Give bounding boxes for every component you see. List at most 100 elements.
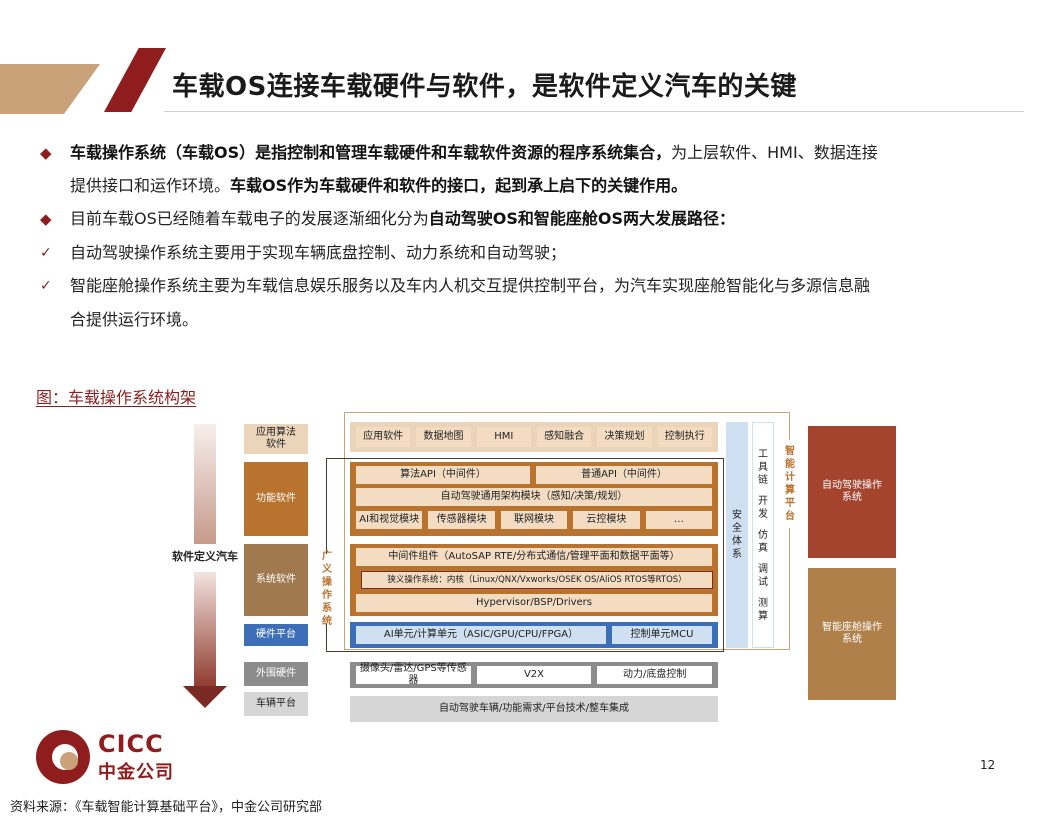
app-row-bg [350,422,718,452]
smart-platform-char: 平 [785,498,795,509]
layer-func: 功能软件 [244,462,308,536]
check-bullet-icon: ✓ [40,245,52,261]
arrow-upper [194,424,216,544]
periph-row: 摄像头/雷达/GPS等传感器 V2X 动力/底盘控制 [356,663,713,686]
toolchain-column: 工具链开发仿真调试测算 [752,422,774,648]
bullet-1-line-2-bold: 车载OS作为车载硬件和软件的接口，起到承上启下的关键作用。 [230,176,688,195]
security-char: 系 [732,549,742,560]
smart-platform-char: 计 [785,472,795,483]
toolchain-char: 真 [758,542,768,554]
toolchain-item-3: 调试 [758,563,768,589]
bullet-1-line-2-pre: 提供接口和运作环境。 [70,176,231,195]
bullet-1-rest: 为上层软件、HMI、数据连接 [671,143,878,162]
layer-periph: 外围硬件 [244,662,308,686]
smart-platform-char: 能 [785,459,795,470]
broad-os-char: 广 [322,551,332,562]
func-module-1: 传感器模块 [428,511,495,529]
common-api: 普通API（中间件） [536,466,712,484]
broad-os-char: 作 [322,590,332,601]
diamond-bullet-icon: ◆ [40,210,52,228]
toolchain-item-1: 开发 [758,495,768,521]
smart-platform-char: 智 [785,446,795,457]
bullet-4-line-1: 智能座舱操作系统主要为车载信息娱乐服务以及车内人机交互提供控制平台，为汽车实现座… [70,276,871,295]
toolchain-char: 发 [758,508,768,520]
right-cockpit-os: 智能座舱操作系统 [808,568,896,700]
app-item-0: 应用软件 [356,427,411,447]
func-module-0: AI和视觉模块 [356,511,423,529]
toolchain-char: 开 [758,495,768,507]
layer-hw: 硬件平台 [244,624,308,646]
bullet-1-line-2: 提供接口和运作环境。车载OS作为车载硬件和软件的接口，起到承上启下的关键作用。 [70,176,687,196]
arrow-head [183,686,227,708]
periph-item-2: 动力/底盘控制 [597,666,713,684]
algo-api: 算法API（中间件） [356,466,530,484]
smart-platform-label: 智能计算平台 [780,440,800,528]
toolchain-char: 算 [758,610,768,622]
bullet-1-line-1: 车载操作系统（车载OS）是指控制和管理车载硬件和车载软件资源的程序系统集合，为上… [70,143,878,163]
broad-os-char: 统 [322,616,332,627]
layer-vehicle: 车辆平台 [244,692,308,716]
framework-module: 自动驾驶通用架构模块（感知/决策/规划） [356,488,712,506]
source-note: 资料来源：《车载智能计算基础平台》，中金公司研究部 [10,800,323,815]
broad-os-char: 系 [322,603,332,614]
bullet-4-line-2: 合提供运行环境。 [70,310,199,329]
title-divider [164,111,1024,112]
func-module-3: 云控模块 [573,511,640,529]
func-module-4: … [645,511,713,529]
toolchain-char: 链 [758,474,768,486]
arrow-lower [194,572,216,688]
security-char: 全 [732,523,742,534]
logo-text-en: CICC [98,730,164,758]
smart-platform-frame [344,412,790,650]
header-red-stripe [104,48,166,112]
narrow-os: 狭义操作系统：内核（Linux/QNX/Vxworks/OSEK OS/AliO… [361,571,713,589]
periph-item-1: V2X [476,666,592,684]
broad-os-char: 义 [322,564,332,575]
smart-platform-char: 台 [785,511,795,522]
app-item-2: HMI [476,427,531,447]
toolchain-char: 具 [758,461,768,473]
func-modules-row: AI和视觉模块传感器模块联网模块云控模块 … [356,511,713,529]
bullet-2-pre: 目前车载OS已经随着车载电子的发展逐渐细化分为 [70,209,429,228]
toolchain-char: 工 [758,448,768,460]
toolchain-char: 试 [758,576,768,588]
ai-unit: AI单元/计算单元（ASIC/GPU/CPU/FPGA） [356,626,606,644]
toolchain-item-4: 测算 [758,597,768,623]
security-char: 安 [732,510,742,521]
header-tan-stripe [0,64,100,114]
toolchain-char: 测 [758,597,768,609]
bullet-2: 目前车载OS已经随着车载电子的发展逐渐细化分为自动驾驶OS和智能座舱OS两大发展… [70,209,735,229]
broad-os-char: 操 [322,577,332,588]
mcu-unit: 控制单元MCU [612,626,712,644]
logo-text-cn: 中金公司 [98,762,174,783]
func-module-2: 联网模块 [500,511,568,529]
right-autodrive-os: 自动驾驶操作系统 [808,426,896,558]
security-char: 体 [732,536,742,547]
toolchain-item-0: 工具链 [758,448,768,487]
hypervisor: Hypervisor/BSP/Drivers [356,594,712,612]
layer-app: 应用算法软件 [244,424,308,454]
bullet-1-bold: 车载操作系统（车载OS）是指控制和管理车载硬件和车载软件资源的程序系统集合， [70,143,672,162]
vehicle-row: 自动驾驶车辆/功能需求/平台技术/整车集成 [350,696,718,722]
arrow-label: 软件定义汽车 [172,550,238,563]
diamond-bullet-icon: ◆ [40,144,52,162]
layer-sys: 系统软件 [244,544,308,616]
security-column: 安全体系 [726,422,748,648]
app-item-1: 数据地图 [416,427,471,447]
page-title: 车载OS连接车载硬件与软件，是软件定义汽车的关键 [172,72,797,102]
toolchain-char: 仿 [758,529,768,541]
figure-title: 图：车载操作系统构架 [36,388,197,407]
page-number: 12 [980,758,996,772]
middleware: 中间件组件（AutoSAP RTE/分布式通信/管理平面和数据平面等） [356,548,712,566]
broad-os-label: 广义操作系统 [318,551,336,627]
cicc-logo-dot [60,752,78,770]
bullet-3: 自动驾驶操作系统主要用于实现车辆底盘控制、动力系统和自动驾驶； [70,243,567,262]
toolchain-char: 调 [758,563,768,575]
periph-item-0: 摄像头/雷达/GPS等传感器 [356,663,471,686]
smart-platform-char: 算 [785,485,795,496]
check-bullet-icon: ✓ [40,278,52,294]
bullet-2-bold: 自动驾驶OS和智能座舱OS两大发展路径： [428,209,736,228]
app-item-5: 控制执行 [657,427,712,447]
toolchain-item-2: 仿真 [758,529,768,555]
